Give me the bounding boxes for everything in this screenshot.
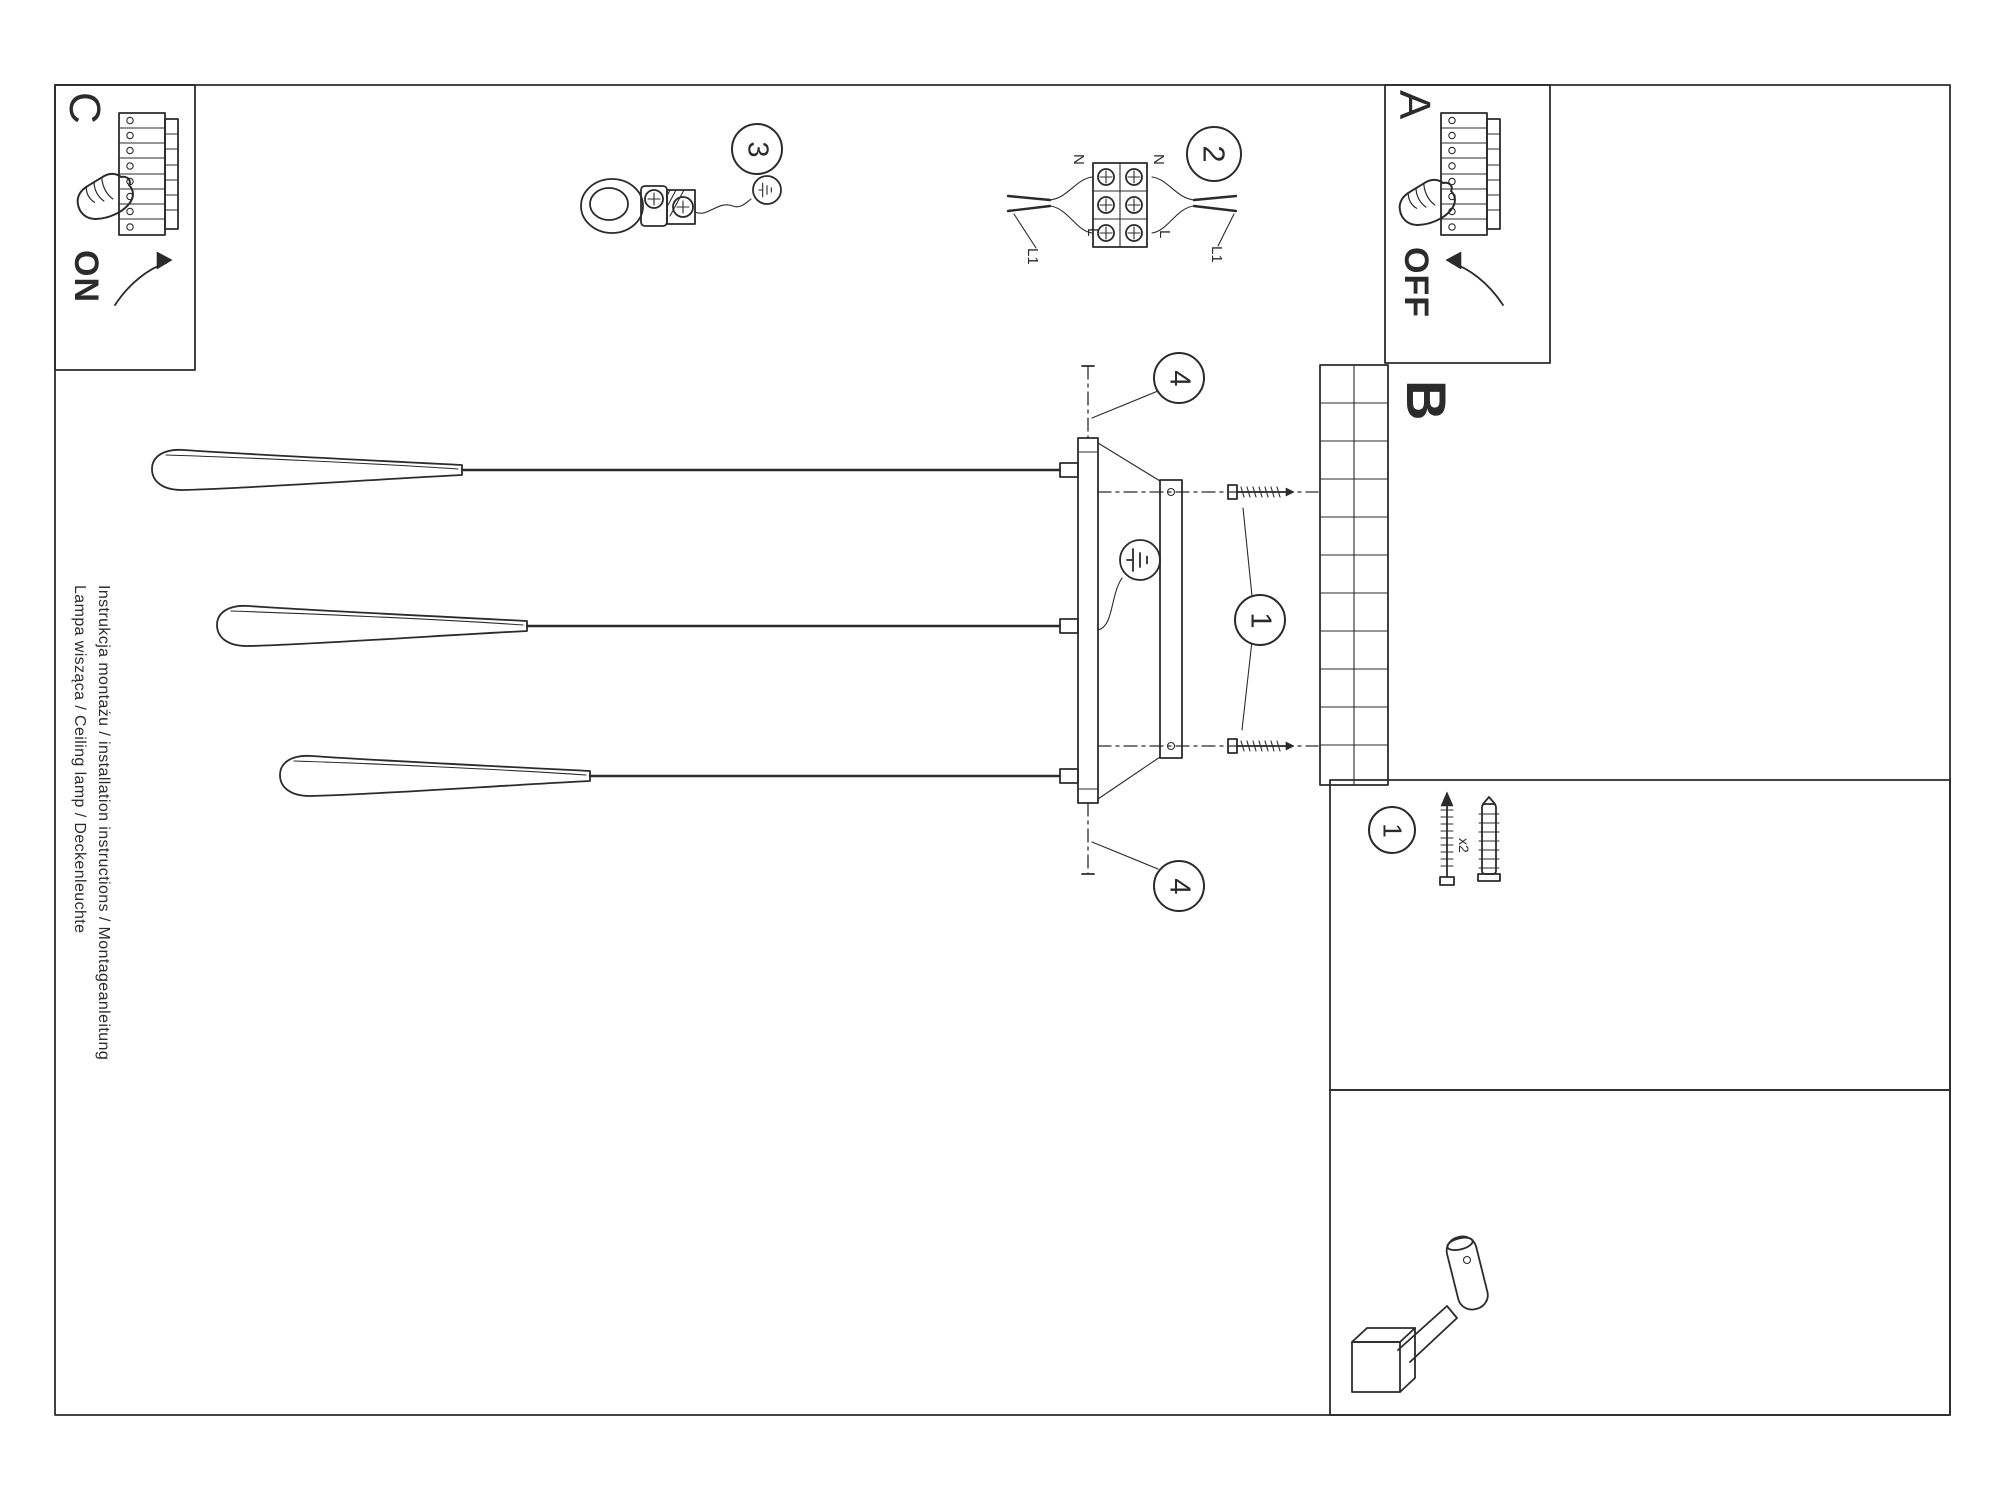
wire-label-l1-right: L1 (1208, 246, 1225, 263)
wiring-terminal-drawing (1006, 162, 1238, 249)
section-letter-b: B (1395, 380, 1458, 421)
pendant-lamp-drawing (151, 437, 1099, 804)
bracket-and-screws (1081, 365, 1319, 875)
side-title-manual: Instrukcja montażu / installation instru… (95, 585, 112, 1061)
step-2-badge-label: 2 (1197, 145, 1232, 163)
step-1-badge-label: 1 (1377, 822, 1408, 838)
screw-item (1439, 791, 1455, 886)
wire-label-n-left: N (1070, 154, 1087, 165)
mounting-screw (1227, 738, 1295, 754)
hook-part-drawing (580, 175, 782, 234)
step-3-badge: 3 (731, 123, 783, 175)
lamp-shade (279, 754, 591, 797)
lamp-shade (151, 448, 463, 491)
hardware-qty-label: x2 (1456, 838, 1472, 853)
section-letter-c: C (60, 92, 109, 124)
wire-label-l-right: L (1156, 230, 1173, 239)
wall-plug-item (1477, 796, 1501, 882)
switch-strip (1440, 112, 1501, 236)
step-4-badge-label: 4 (1163, 369, 1196, 387)
ground-icon (752, 175, 782, 205)
ground-icon (1097, 539, 1161, 631)
step-4-badge-label: 4 (1163, 877, 1196, 895)
wire-label-n-right: N (1150, 154, 1167, 165)
step-3-badge-label: 3 (741, 140, 774, 158)
step-2-badge: 2 (1186, 126, 1242, 182)
panel-a-drawing (1392, 112, 1504, 306)
section-letter-a: A (1390, 90, 1439, 120)
step-4-badge-bottom: 4 (1153, 860, 1205, 912)
wire-label-l1-left: L1 (1024, 248, 1041, 265)
switch-off-label: OFF (1397, 247, 1435, 318)
mounting-screw (1227, 484, 1295, 500)
wall-section (1319, 364, 1389, 786)
switch-on-label: ON (67, 250, 105, 303)
step-1-badge-hardware: 1 (1368, 806, 1416, 854)
side-title-product: Lampa wisząca / Ceiling lamp / Deckenleu… (71, 585, 88, 934)
step-1-badge-label: 1 (1244, 611, 1277, 629)
sheet-frame (54, 84, 1951, 1416)
panel-c-drawing (70, 112, 179, 306)
bracket-part-drawing (1351, 1235, 1489, 1393)
pressing-hand-icon (1392, 171, 1464, 236)
wire-label-l-left: L (1084, 228, 1101, 237)
lamp-shade (216, 604, 528, 647)
step-4-badge-top: 4 (1153, 352, 1205, 404)
step-1-badge-main: 1 (1234, 594, 1286, 646)
switch-strip (118, 112, 179, 236)
